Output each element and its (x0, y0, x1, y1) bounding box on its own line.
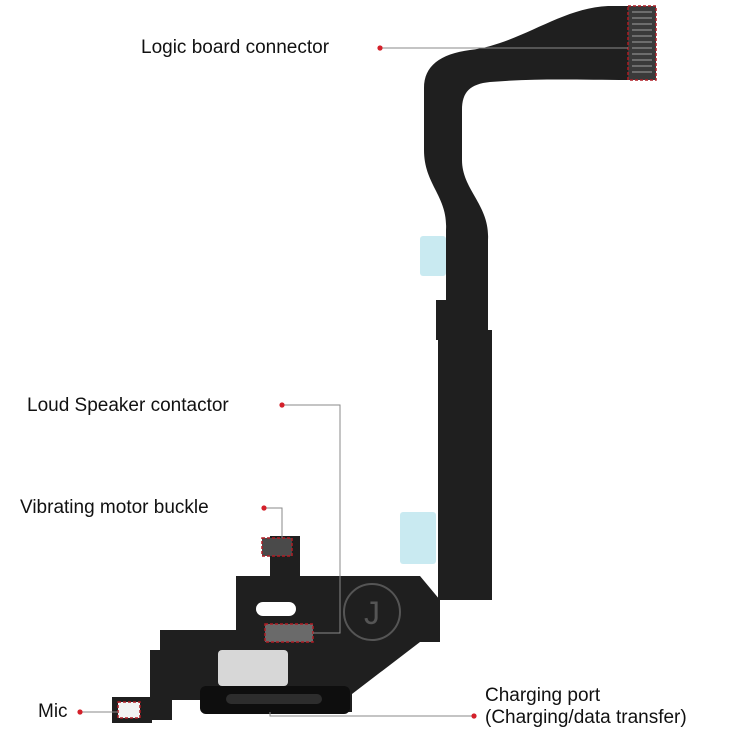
label-vibrating-motor-buckle: Vibrating motor buckle (20, 497, 209, 518)
leader-motor (264, 507, 283, 538)
watermark-letter: J (364, 595, 380, 631)
label-charging-port: Charging port (Charging/data transfer) (485, 685, 687, 729)
connector-pins (632, 11, 652, 73)
vibrating-motor-buckle (261, 537, 293, 557)
marker-dots (77, 45, 477, 719)
screw-slot (256, 602, 296, 616)
leader-charge (269, 712, 474, 717)
logic-board-connector (627, 5, 657, 81)
leader-lines (80, 47, 628, 717)
flex-cable-upper-run (424, 6, 628, 600)
mic-tab (150, 650, 172, 720)
label-mic: Mic (38, 701, 68, 722)
adhesive-tape-pads (400, 236, 446, 564)
label-charging-port-line1: Charging port (485, 685, 601, 706)
marker-dot-logic (377, 45, 383, 51)
marker-dot-speaker (279, 402, 285, 408)
marker-dot-charge (471, 713, 477, 719)
flex-cable-stem-edge (436, 300, 446, 340)
leader-speaker (282, 404, 341, 634)
adhesive-pad-lower (400, 512, 436, 564)
marker-dot-motor (261, 505, 267, 511)
mic-component (117, 701, 141, 719)
charging-port-bracket (218, 650, 288, 686)
label-logic-board-connector: Logic board connector (141, 37, 330, 58)
label-loud-speaker-contactor: Loud Speaker contactor (27, 395, 229, 416)
charging-port-opening (226, 694, 322, 704)
charging-port (200, 650, 350, 714)
marker-dot-mic (77, 709, 83, 715)
j-watermark-ring (343, 583, 401, 641)
label-charging-port-line2: (Charging/data transfer) (485, 707, 687, 728)
adhesive-pad-upper (420, 236, 446, 276)
loud-speaker-contactor (264, 623, 314, 643)
